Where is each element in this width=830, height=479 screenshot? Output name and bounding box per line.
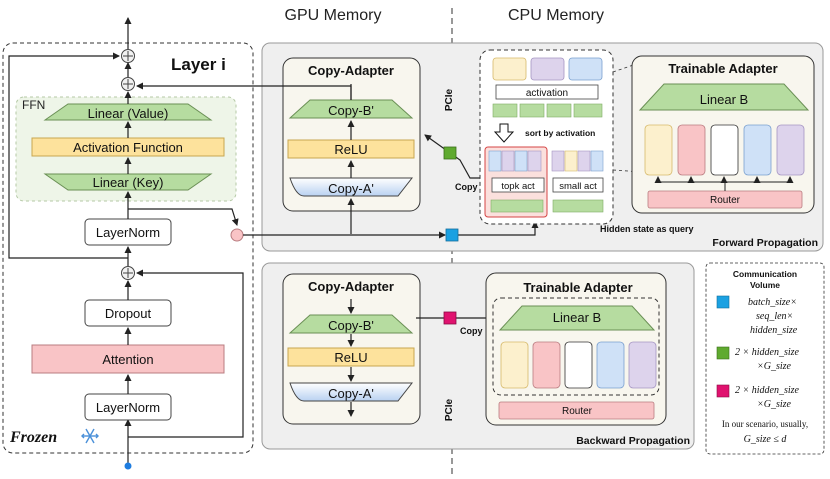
legend-pink-swatch: [716, 384, 730, 398]
cpu-memory-header: CPU Memory: [508, 7, 604, 24]
attention-label: Attention: [102, 352, 153, 367]
layer-title: Layer i: [171, 55, 226, 74]
communication-legend: [705, 262, 825, 455]
topk-act-label: topk act: [501, 181, 535, 192]
linear-key-label: Linear (Key): [93, 175, 164, 190]
small-act-label: small act: [559, 181, 597, 192]
add-node-top: [121, 49, 135, 63]
forward-linear-b-label: Linear B: [700, 92, 748, 107]
forward-propagation-label: Forward Propagation: [712, 237, 818, 249]
dropout-label: Dropout: [105, 306, 152, 321]
residual-ffn: [8, 52, 128, 259]
residual-attention: [128, 269, 244, 438]
forward-relu-label: ReLU: [334, 142, 367, 157]
legend-blue-swatch: [716, 295, 730, 309]
legend-green-line1: 2 × hidden_size: [735, 347, 800, 358]
backward-router-label: Router: [562, 406, 593, 417]
layernorm-bottom-label: LayerNorm: [96, 400, 160, 415]
legend-blue-line1: batch_size×: [748, 297, 797, 308]
forward-copy-label: Copy: [455, 182, 478, 192]
ffn-label: FFN: [22, 98, 45, 112]
backward-copy-adapter-title: Copy-Adapter: [308, 279, 394, 294]
sort-by-activation-label: sort by activation: [525, 128, 595, 138]
backward-adapter-inner: [492, 297, 660, 396]
backward-pcie-label: PCIe: [444, 398, 455, 421]
legend-pink-line2: ×G_size: [757, 399, 792, 410]
add-node-adapter: [121, 77, 135, 91]
sort-down-arrow-icon: [493, 123, 515, 143]
green-transfer-square: [443, 146, 457, 160]
forward-linear-b-block: [638, 83, 810, 111]
linear-value-block: [43, 103, 213, 121]
forward-router-label: Router: [710, 195, 741, 206]
backward-router-block: [498, 401, 655, 420]
legend-green-line2: ×G_size: [757, 361, 792, 372]
snowflake-icon: [81, 428, 99, 444]
legend-title-line2: Volume: [750, 280, 780, 290]
legend-blue-line3: hidden_size: [750, 325, 798, 336]
hidden-state-query-label: Hidden state as query: [600, 224, 694, 234]
linear-key-block: [43, 173, 213, 191]
hidden-state-dot: [230, 228, 244, 242]
linear-value-label: Linear (Value): [88, 106, 169, 121]
forward-pcie-label: PCIe: [444, 88, 455, 111]
forward-copy-adapter-title: Copy-Adapter: [308, 63, 394, 78]
gpu-memory-header: GPU Memory: [285, 7, 382, 24]
legend-blue-line2: seq_len×: [756, 311, 793, 322]
backward-relu-block: [287, 347, 415, 367]
forward-copy-b-label: Copy-B': [328, 103, 374, 118]
input-dot: [124, 462, 132, 470]
forward-copy-b-block: [288, 99, 414, 119]
backward-copy-a-block: [289, 382, 414, 402]
frozen-label: Frozen: [9, 429, 57, 446]
legend-note-line1: In our scenario, usually,: [722, 419, 808, 429]
add-node-middle: [121, 266, 135, 280]
layernorm-top-label: LayerNorm: [96, 225, 160, 240]
legend-note-line2: G_size ≤ d: [744, 434, 788, 445]
backward-copy-b-block: [288, 314, 414, 334]
activation-function-label: Activation Function: [73, 140, 183, 155]
backward-copy-b-label: Copy-B': [328, 318, 374, 333]
adapter-output-arrow: [136, 82, 352, 100]
backward-linear-b-label: Linear B: [553, 310, 601, 325]
activation-box-label: activation: [526, 88, 568, 99]
forward-copy-a-block: [289, 177, 414, 197]
legend-pink-line1: 2 × hidden_size: [735, 385, 800, 396]
backward-propagation-label: Backward Propagation: [576, 435, 690, 447]
backward-relu-label: ReLU: [334, 350, 367, 365]
forward-trainable-adapter-title: Trainable Adapter: [668, 61, 777, 76]
backward-linear-b-block: [498, 305, 656, 331]
legend-green-swatch: [716, 346, 730, 360]
backward-copy-label: Copy: [460, 326, 483, 336]
backward-copy-a-label: Copy-A': [328, 386, 374, 401]
blue-transfer-square: [445, 228, 459, 242]
activation-box: [495, 84, 599, 100]
forward-copy-a-label: Copy-A': [328, 181, 374, 196]
legend-title-line1: Communication: [733, 269, 797, 279]
backward-trainable-adapter-title: Trainable Adapter: [523, 280, 632, 295]
pink-transfer-square: [443, 311, 457, 325]
